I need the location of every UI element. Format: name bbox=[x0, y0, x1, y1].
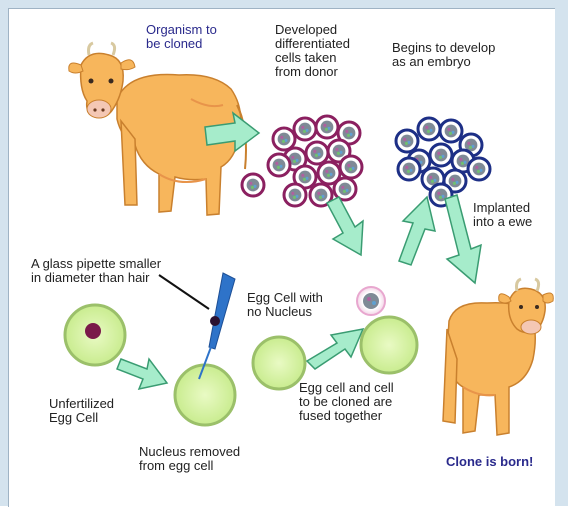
arrow-icon bbox=[307, 329, 363, 369]
label-unfertilized: Unfertilized Egg Cell bbox=[49, 397, 114, 425]
label-implanted: Implanted into a ewe bbox=[473, 201, 532, 229]
egg-cell-icon bbox=[175, 365, 235, 425]
embryo-cell bbox=[396, 130, 418, 152]
embryo-cell bbox=[418, 118, 440, 140]
label-clone-born: Clone is born! bbox=[446, 455, 533, 469]
donor-cell-icon bbox=[242, 116, 362, 206]
label-nucleus-removed: Nucleus removed from egg cell bbox=[139, 445, 240, 473]
egg-cell-icon bbox=[357, 287, 417, 373]
label-organism: Organism to be cloned bbox=[146, 23, 217, 51]
label-fused: Egg cell and cell to be cloned are fused… bbox=[299, 381, 394, 423]
donor-cell bbox=[334, 178, 356, 200]
donor-cell bbox=[340, 156, 362, 178]
pipette-icon bbox=[159, 273, 235, 379]
embryo-cell bbox=[440, 120, 462, 142]
embryo-cell bbox=[430, 144, 452, 166]
embryo-cell-icon bbox=[396, 118, 490, 206]
embryo-cell bbox=[468, 158, 490, 180]
donor-cell bbox=[316, 116, 338, 138]
arrow-icon bbox=[117, 359, 167, 389]
donor-cell bbox=[268, 154, 290, 176]
egg-cell-icon bbox=[253, 337, 305, 389]
cow-icon bbox=[443, 279, 553, 435]
label-embryo: Begins to develop as an embryo bbox=[392, 41, 495, 69]
donor-cell bbox=[306, 142, 328, 164]
donor-cell bbox=[294, 118, 316, 140]
embryo-cell bbox=[398, 158, 420, 180]
label-pipette: A glass pipette smaller in diameter than… bbox=[31, 257, 161, 285]
diagram-canvas: Organism to be cloned Developed differen… bbox=[8, 8, 555, 507]
arrow-icon bbox=[327, 197, 363, 255]
label-developed-cells: Developed differentiated cells taken fro… bbox=[275, 23, 350, 79]
label-egg-no-nucleus: Egg Cell with no Nucleus bbox=[247, 291, 323, 319]
donor-cell bbox=[242, 174, 264, 196]
egg-cell-icon bbox=[65, 305, 125, 365]
donor-cell bbox=[284, 184, 306, 206]
donor-cell bbox=[273, 128, 295, 150]
arrow-icon bbox=[399, 197, 435, 265]
